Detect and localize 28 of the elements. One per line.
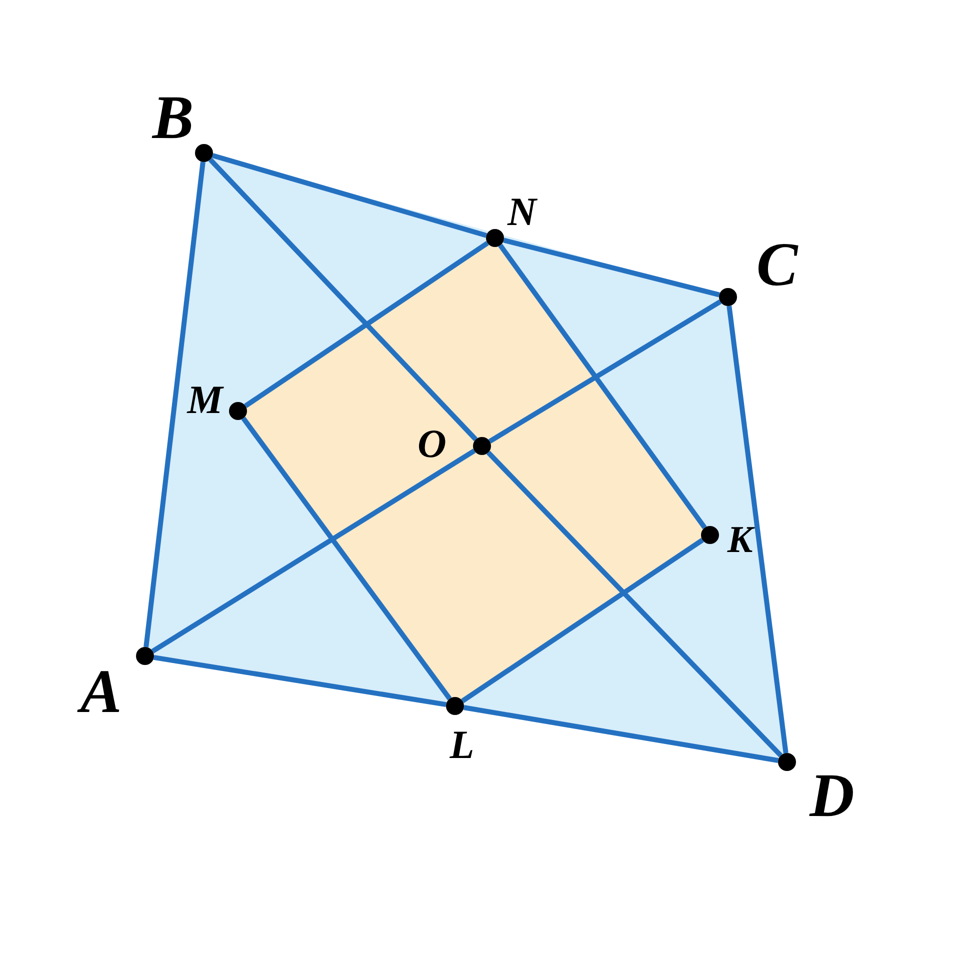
point-dot	[778, 753, 796, 771]
point-label: O	[418, 424, 446, 464]
point-dot	[446, 697, 464, 715]
line-segment	[463, 705, 779, 763]
point-dot	[136, 647, 154, 665]
line-segment	[488, 300, 722, 444]
point-dot	[719, 288, 737, 306]
line-segment	[212, 153, 488, 238]
line-segment	[498, 244, 707, 530]
line-segment	[244, 240, 489, 408]
point-label: M	[187, 380, 223, 420]
point-label: N	[508, 192, 536, 232]
point-dot	[486, 229, 504, 247]
line-segment	[241, 416, 452, 700]
line-segment	[153, 654, 447, 708]
line-segment	[486, 450, 783, 758]
point-label: L	[450, 725, 474, 765]
point-label: B	[152, 87, 194, 149]
line-segment	[726, 306, 788, 754]
point-dot	[195, 144, 213, 162]
line-segment	[144, 162, 206, 648]
point-label: D	[810, 765, 854, 827]
line-segment	[151, 448, 476, 654]
line-segment	[208, 158, 478, 442]
point-label: K	[727, 521, 753, 559]
line-segment	[461, 538, 704, 704]
line-segment	[503, 238, 720, 298]
point-label: C	[756, 234, 798, 296]
